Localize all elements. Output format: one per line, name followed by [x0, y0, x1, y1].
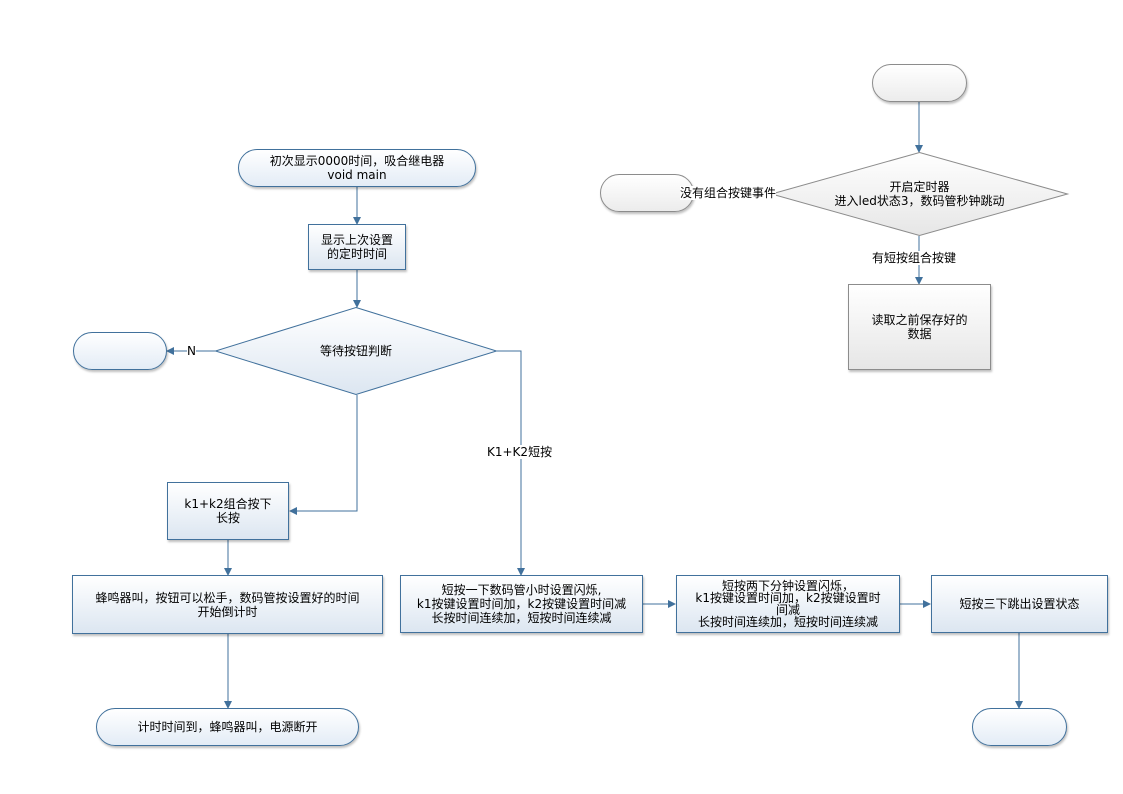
wait-button-decision: 等待按钮判断	[213, 306, 499, 396]
buzzer-start-node: 蜂鸣器叫，按钮可以松手，数码管按设置好的时间 开始倒计时	[72, 575, 383, 634]
no-combo-end-node	[600, 174, 694, 212]
short-twice-label: 短按两下分钟设置闪烁， k1按键设置时间加，k2按键设置时 间减 长按时间连续加…	[695, 579, 881, 629]
short-once-node: 短按一下数码管小时设置闪烁, k1按键设置时间加，k2按键设置时间减 长按时间连…	[400, 575, 643, 633]
short-thrice-node: 短按三下跳出设置状态	[931, 575, 1108, 633]
exit-end-node	[972, 708, 1067, 746]
left-end-node	[73, 332, 167, 370]
short-once-label: 短按一下数码管小时设置闪烁, k1按键设置时间加，k2按键设置时间减 长按时间连…	[416, 583, 627, 625]
buzzer-start-label: 蜂鸣器叫，按钮可以松手，数码管按设置好的时间 开始倒计时	[95, 590, 360, 619]
edge-label-n: N	[187, 344, 196, 358]
exit-end-label	[973, 709, 1066, 745]
short-twice-node: 短按两下分钟设置闪烁， k1按键设置时间加，k2按键设置时 间减 长按时间连续加…	[676, 575, 900, 633]
edge-label-has-combo: 有短按组合按键	[872, 251, 957, 265]
long-press-node: k1+k2组合按下 长按	[167, 482, 289, 540]
long-press-label: k1+k2组合按下 长按	[184, 497, 272, 525]
wait-button-label: 等待按钮判断	[319, 344, 392, 358]
timer-end-node: 计时时间到，蜂鸣器叫，电源断开	[96, 708, 359, 746]
timer-on-decision: 开启定时器 进入led状态3，数码管秒钟跳动	[769, 151, 1070, 237]
timer-end-label: 计时时间到，蜂鸣器叫，电源断开	[137, 720, 318, 734]
read-saved-label: 读取之前保存好的 数据	[871, 313, 968, 341]
edge-label-no-combo: 没有组合按键事件	[680, 186, 777, 200]
short-thrice-label: 短按三下跳出设置状态	[959, 597, 1080, 611]
show-last-node: 显示上次设置 的定时时间	[308, 224, 406, 270]
edge-label-k1k2-short: K1+K2短按	[487, 445, 553, 459]
timer-on-label: 开启定时器 进入led状态3，数码管秒钟跳动	[834, 180, 1005, 208]
start-main-label: 初次显示0000时间，吸合继电器 void main	[269, 154, 445, 182]
top-start-label	[873, 65, 966, 101]
start-main-node: 初次显示0000时间，吸合继电器 void main	[238, 149, 476, 187]
arrow-wait-to-short-once	[497, 350, 525, 576]
arrow-wait-to-long-press	[289, 395, 358, 515]
read-saved-node: 读取之前保存好的 数据	[848, 284, 991, 370]
left-end-label	[74, 333, 166, 369]
show-last-label: 显示上次设置 的定时时间	[320, 233, 393, 261]
top-start-node	[872, 64, 967, 102]
